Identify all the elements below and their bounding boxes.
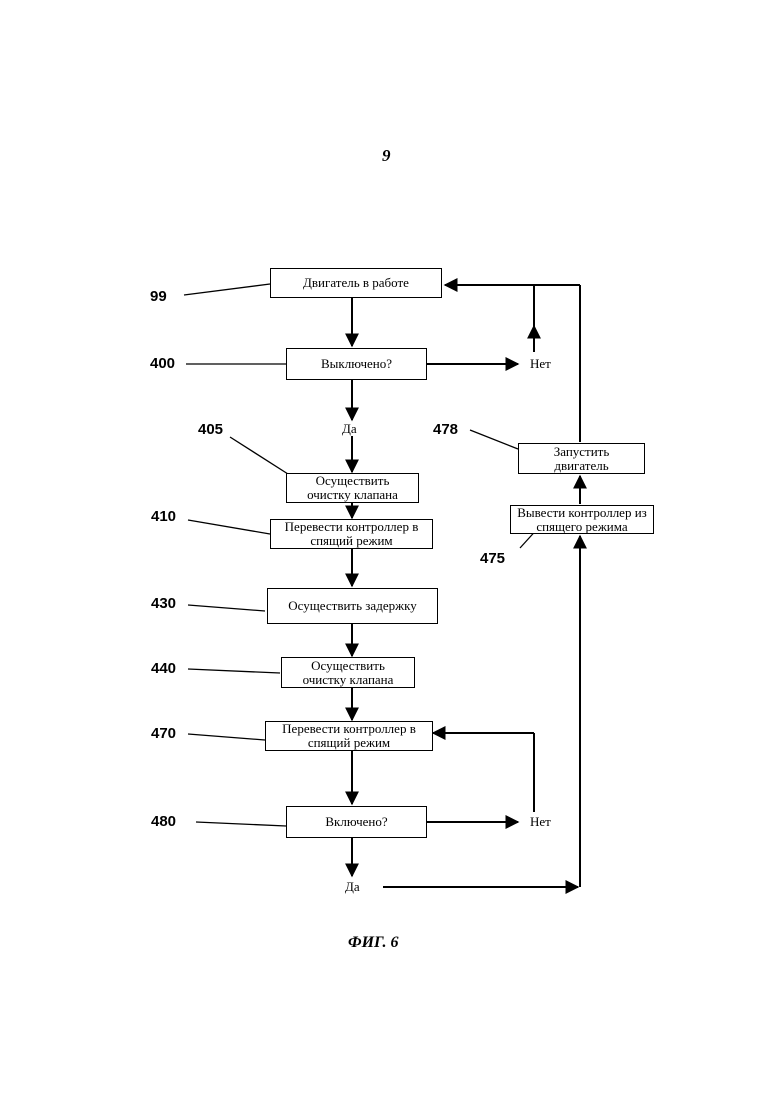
ref-430: 430 (151, 596, 176, 612)
leader-470 (188, 734, 265, 740)
leader-410 (188, 520, 270, 534)
leader-440 (188, 669, 280, 673)
label-no-400: Нет (530, 357, 551, 371)
leader-430 (188, 605, 265, 611)
ref-470: 470 (151, 726, 176, 742)
label-yes-400: Да (342, 422, 357, 436)
page-number: 9 (382, 146, 391, 166)
box-valve-cleaning-1: Осуществить очистку клапана (286, 473, 419, 503)
box-valve-cleaning-2: Осуществить очистку клапана (281, 657, 415, 688)
label-no-480: Нет (530, 815, 551, 829)
box-switched-off: Выключено? (286, 348, 427, 380)
ref-405: 405 (198, 422, 223, 438)
box-engine-running: Двигатель в работе (270, 268, 442, 298)
ref-478: 478 (433, 422, 458, 438)
box-start-engine: Запустить двигатель (518, 443, 645, 474)
box-controller-sleep-1: Перевести контроллер в спящий режим (270, 519, 433, 549)
ref-440: 440 (151, 661, 176, 677)
box-controller-sleep-2: Перевести контроллер в спящий режим (265, 721, 433, 751)
leader-478 (470, 430, 518, 449)
label-yes-480: Да (345, 880, 360, 894)
ref-480: 480 (151, 814, 176, 830)
leader-99 (184, 284, 270, 295)
leader-405 (230, 437, 288, 474)
box-switched-on: Включено? (286, 806, 427, 838)
ref-99: 99 (150, 289, 167, 305)
ref-410: 410 (151, 509, 176, 525)
leader-480 (196, 822, 286, 826)
ref-400: 400 (150, 356, 175, 372)
box-wake-controller: Вывести контроллер из спящего режима (510, 505, 654, 534)
box-delay: Осуществить задержку (267, 588, 438, 624)
figure-caption: ФИГ. 6 (348, 934, 399, 952)
ref-475: 475 (480, 551, 505, 567)
